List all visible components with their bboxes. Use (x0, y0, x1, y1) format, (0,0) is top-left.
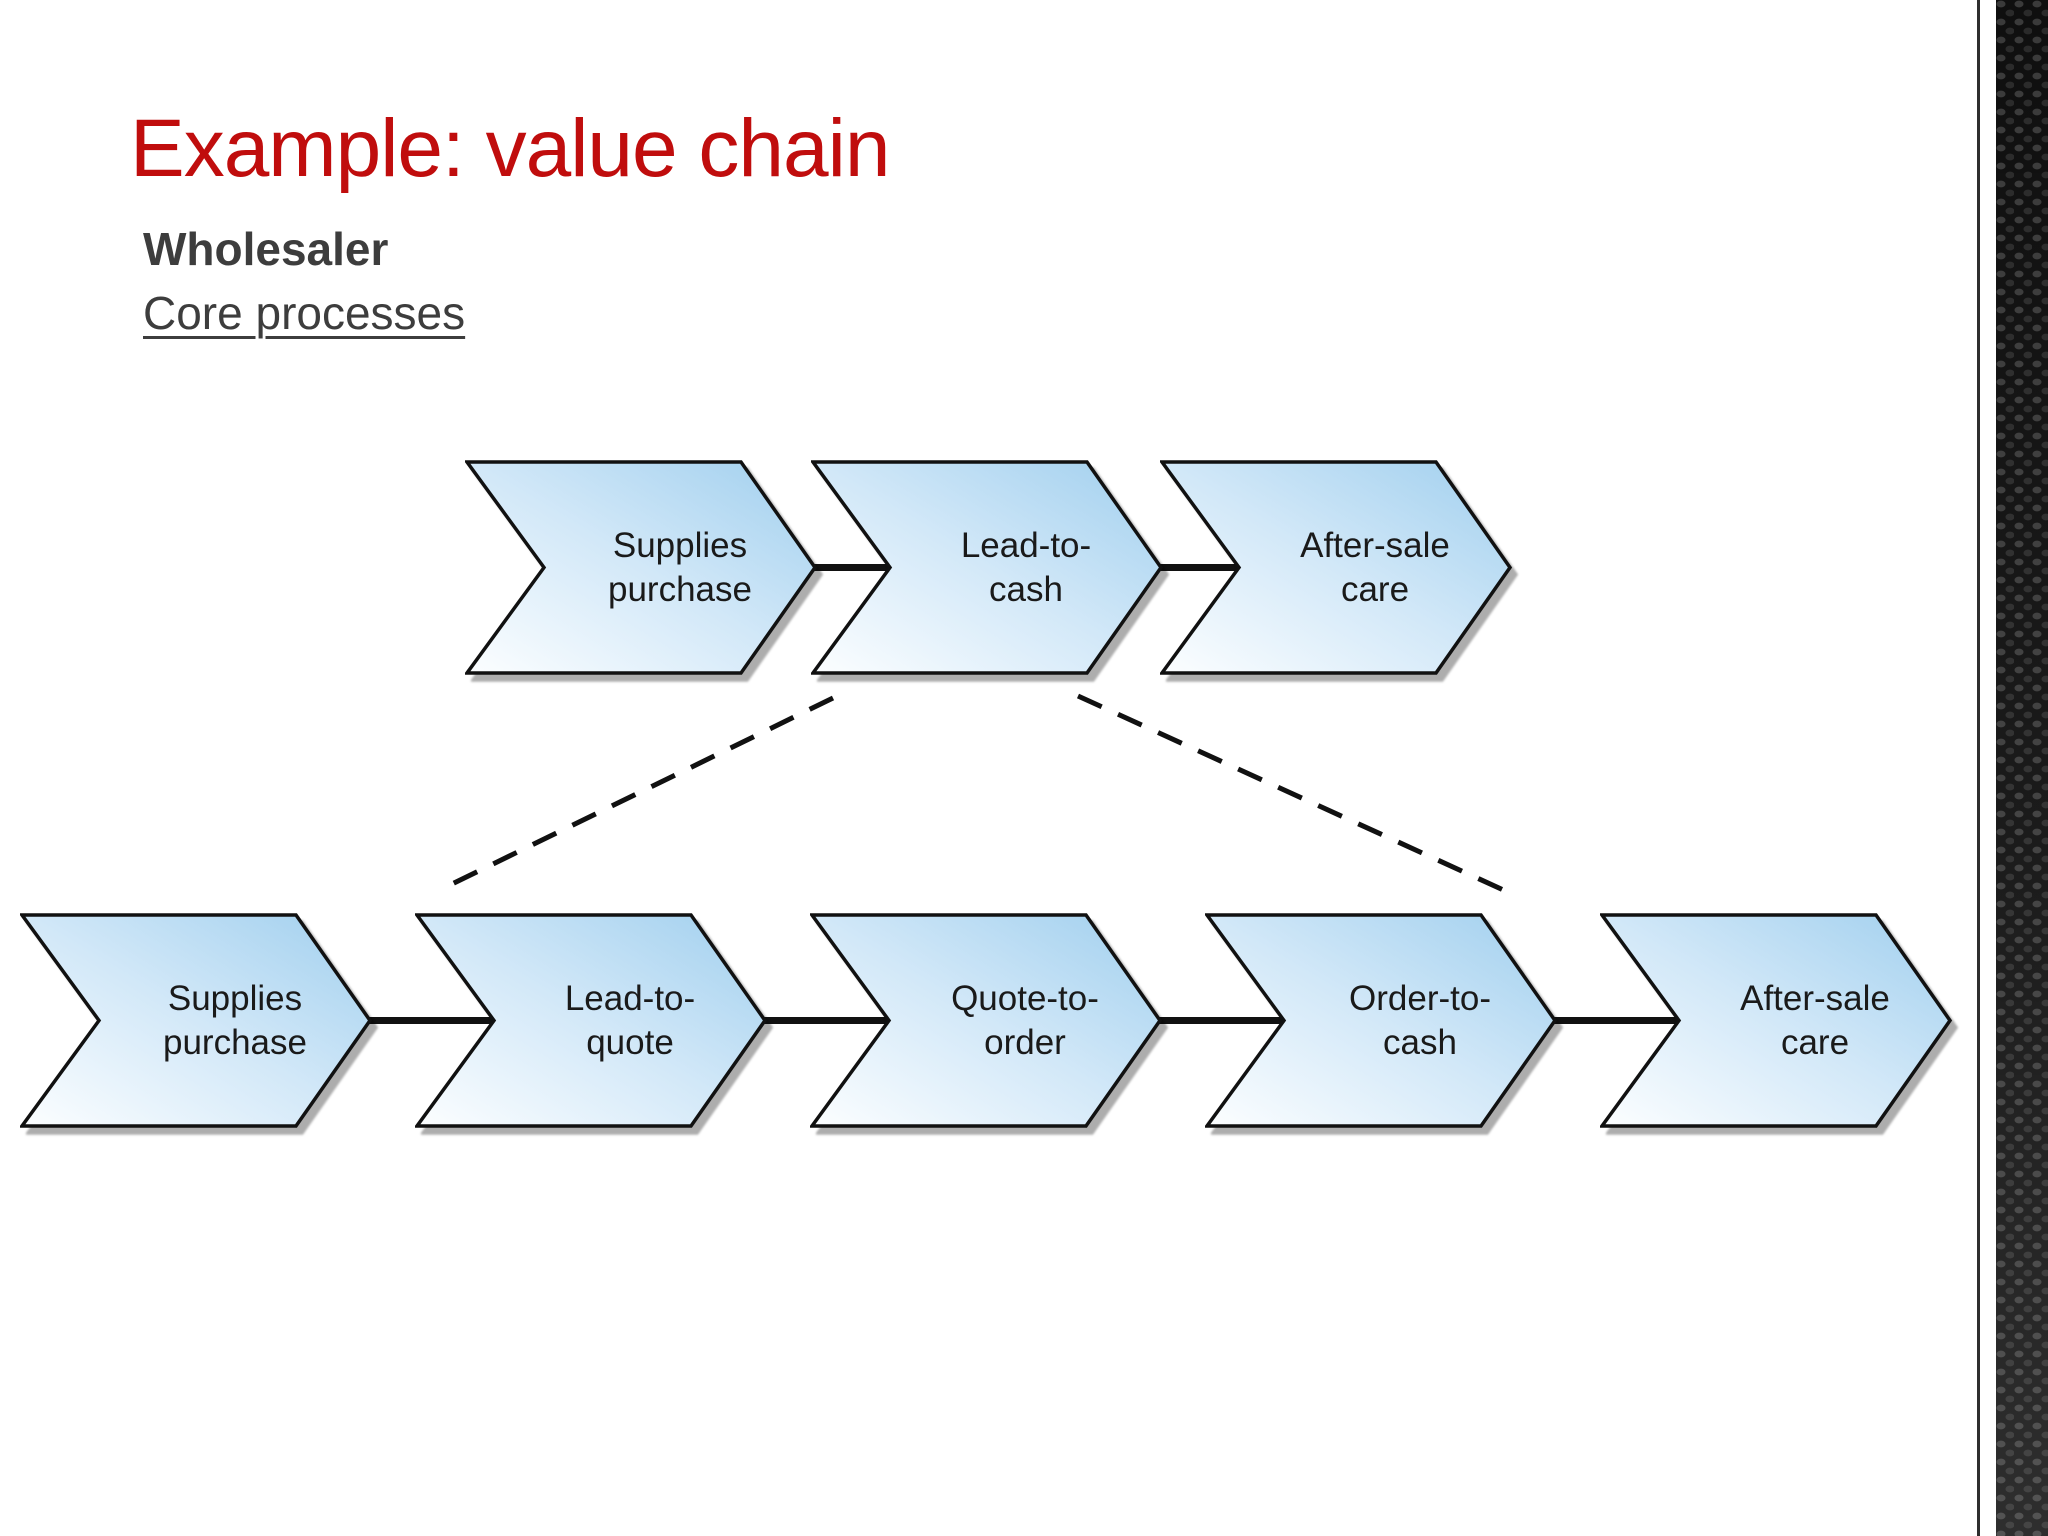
chevron-top-after-sale-care: After-sale care (1160, 460, 1513, 675)
chevron-bottom-lead-to-quote: Lead-to- quote (415, 913, 768, 1128)
chevron-label: Supplies purchase (163, 979, 307, 1062)
chevron-top-lead-to-cash: Lead-to- cash (811, 460, 1164, 675)
connector-bottom-1 (369, 1017, 496, 1024)
connector-top-2 (1160, 564, 1241, 571)
chevron-shape (465, 460, 818, 675)
heading-wholesaler: Wholesaler (143, 223, 389, 275)
chevron-label: Quote-to- order (951, 979, 1099, 1062)
chevron-label: After-sale care (1740, 979, 1890, 1062)
connector-bottom-4 (1554, 1017, 1681, 1024)
chevron-bottom-quote-to-order: Quote-to- order (810, 913, 1163, 1128)
chevron-label: Order-to- cash (1349, 979, 1491, 1062)
chevron-shape (1205, 913, 1558, 1128)
chevron-shape (1600, 913, 1953, 1128)
chevron-label: Lead-to- quote (564, 979, 696, 1062)
chevron-bottom-order-to-cash: Order-to- cash (1205, 913, 1558, 1128)
connector-bottom-3 (1159, 1017, 1286, 1024)
chevron-shape (415, 913, 768, 1128)
connector-bottom-2 (764, 1017, 891, 1024)
subheading-core-processes: Core processes (143, 287, 466, 339)
chevron-bottom-supplies-purchase: Supplies purchase (20, 913, 373, 1128)
carbon-texture-strip (1996, 0, 2048, 1536)
chevron-shape (1160, 460, 1513, 675)
connector-top-1 (814, 564, 892, 571)
dashed-line-left (448, 695, 835, 888)
chevron-shape (810, 913, 1163, 1128)
chevron-label: Supplies purchase (608, 526, 752, 609)
edge-divider-line (1977, 0, 1980, 1536)
chevron-label: Lead-to- cash (960, 526, 1092, 609)
chevron-shape (20, 913, 373, 1128)
chevron-top-supplies-purchase: Supplies purchase (465, 460, 818, 675)
slide-title: Example: value chain (130, 103, 890, 194)
chevron-shape (811, 460, 1164, 675)
chevron-bottom-after-sale-care: After-sale care (1600, 913, 1953, 1128)
dashed-line-right (1076, 693, 1512, 896)
chevron-label: After-sale care (1300, 526, 1450, 609)
